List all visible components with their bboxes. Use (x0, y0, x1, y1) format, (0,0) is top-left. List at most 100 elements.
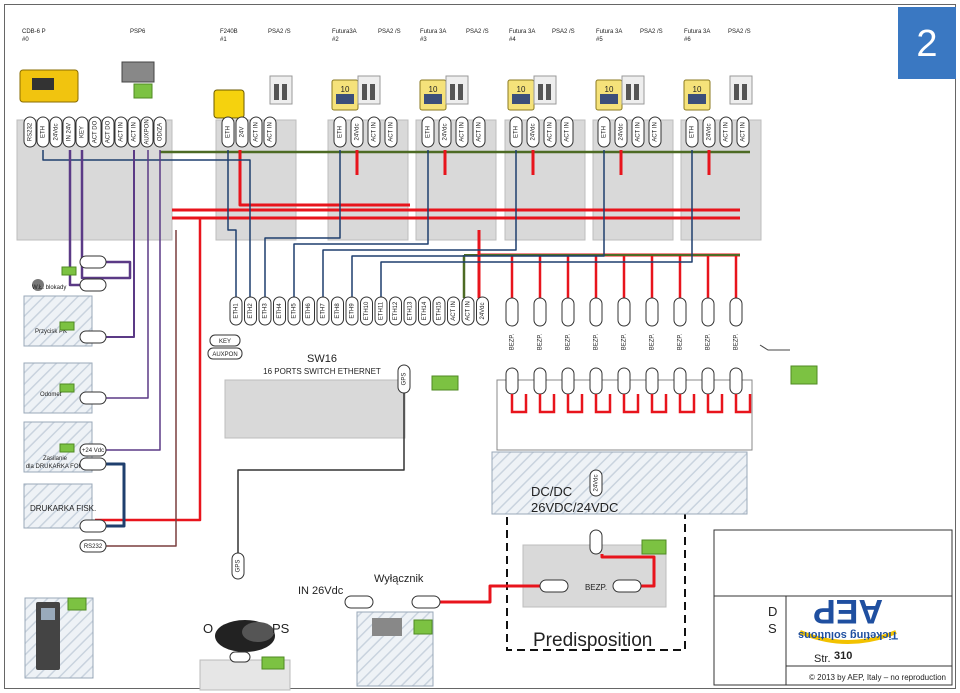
bezp-fuse-top[interactable] (645, 297, 659, 327)
futura-port[interactable]: ACT IN (736, 116, 750, 148)
f240-port[interactable]: ACT IN (263, 116, 277, 148)
futura-port[interactable]: 24Vdc (614, 116, 628, 148)
bezp-fuse-top[interactable] (505, 297, 519, 327)
bezp-fuse-bottom[interactable] (701, 367, 715, 395)
switch-port[interactable]: ETH4 (273, 296, 286, 326)
f240-port[interactable]: 24V (235, 116, 249, 148)
futura-port[interactable]: ACT IN (648, 116, 662, 148)
switch-port[interactable]: ETH1 (229, 296, 243, 326)
antenna-status-icon (261, 656, 285, 670)
zasilanie-pin[interactable] (79, 457, 107, 471)
bezp-fuse-bottom[interactable] (561, 367, 575, 395)
predisposition-input-pin[interactable] (539, 579, 569, 593)
cdb-port-label: 24Vdc (54, 123, 60, 140)
switch-port[interactable]: 24Vdc (476, 296, 489, 326)
predisposition-output-pin[interactable] (612, 579, 642, 593)
bezp-fuse-top[interactable] (617, 297, 631, 327)
predisposition-top-pin[interactable] (589, 529, 603, 555)
futura-port[interactable]: ETH (685, 116, 699, 148)
switch-port[interactable]: ETH13 (403, 296, 417, 326)
key-port[interactable]: KEY (209, 334, 241, 347)
switch-port[interactable]: ETH7 (316, 296, 330, 326)
przycisk-label: Przycisk PK (35, 329, 67, 335)
in26vdc-pin[interactable] (344, 595, 374, 609)
futura-port[interactable]: 24Vdc (702, 116, 716, 148)
bezp-fuse-bottom[interactable] (617, 367, 631, 395)
cdb-port[interactable]: RS232 (23, 116, 37, 148)
futura-port[interactable]: ACT IN (455, 116, 469, 148)
bezp-fuse-bottom[interactable] (589, 367, 603, 395)
futura-port[interactable]: ACT IN (631, 116, 645, 148)
futura-port-label: ACT IN (389, 122, 395, 142)
futura-port[interactable]: ETH (421, 116, 435, 148)
switch-port[interactable]: ETH11 (374, 296, 388, 326)
switch-port[interactable]: ETH12 (389, 296, 402, 326)
bezp-fuse-bottom[interactable] (673, 367, 687, 395)
futura-port[interactable]: ACT IN (367, 116, 381, 148)
switch-port[interactable]: ETH9 (345, 296, 359, 326)
bezp-fuse-bottom[interactable] (729, 367, 743, 395)
cdb-port[interactable]: 24Vdc (49, 116, 63, 148)
futura-port[interactable]: 24Vdc (350, 116, 364, 148)
bezp-fuse-top[interactable] (729, 297, 743, 327)
blokady-pin-1[interactable] (79, 255, 107, 269)
cdb-port[interactable]: IN 24V (62, 116, 76, 148)
cdb-port[interactable]: ACT DO (101, 116, 115, 148)
futura-port[interactable]: 24Vdc (438, 116, 452, 148)
switch-port[interactable]: ETH5 (287, 296, 301, 326)
f240-port[interactable]: ETH (221, 116, 235, 148)
header-device-number: #2 (332, 37, 339, 43)
odomet-pin[interactable] (79, 391, 107, 405)
futura-port[interactable]: ACT IN (472, 116, 486, 148)
bezp-fuse-bottom[interactable] (505, 367, 519, 395)
cdb-port[interactable]: ACT IN (127, 116, 141, 148)
switch-port[interactable]: ACT IN (461, 296, 475, 326)
bezp-fuse-top[interactable] (589, 297, 603, 327)
header-device-name: PSA2 /S (640, 29, 663, 35)
switch-gps-port[interactable]: GPS (397, 364, 411, 394)
futura-port[interactable]: ETH (333, 116, 347, 148)
drukarka-pin[interactable] (79, 519, 107, 533)
futura-port[interactable]: ETH (509, 116, 523, 148)
cdb-port[interactable]: OD/ZA (153, 116, 167, 148)
switch-gps-label: GPS (402, 373, 408, 386)
cdb-port[interactable]: ACT DO (88, 116, 102, 148)
bezp-fuse-top[interactable] (701, 297, 715, 327)
bezp-fuse-bottom[interactable] (645, 367, 659, 395)
bezp-fuse-top[interactable] (673, 297, 687, 327)
antenna-gps-port[interactable]: GPS (231, 552, 245, 580)
futura-port[interactable]: ACT IN (384, 116, 398, 148)
switch-port[interactable]: ACT IN (447, 296, 460, 326)
auxpon-port[interactable]: AUXPON (207, 347, 243, 360)
dcdc-24vdc-pin[interactable]: 24Vdc (589, 469, 603, 497)
switch-port[interactable]: ETH6 (302, 296, 315, 326)
cdb-port[interactable]: AUXPON (140, 116, 154, 148)
header-device-number: #5 (596, 37, 603, 43)
plus24-pin[interactable] (79, 443, 107, 457)
switch-port[interactable]: ETH15 (432, 296, 446, 326)
bezp-fuse-bottom[interactable] (533, 367, 547, 395)
futura-port[interactable]: ACT IN (543, 116, 557, 148)
bezp-fuse-top[interactable] (561, 297, 575, 327)
switch-port[interactable]: ETH8 (331, 296, 344, 326)
switch-port[interactable]: ETH3 (258, 296, 272, 326)
bezp-fuse-top[interactable] (533, 297, 547, 327)
antenna-pin[interactable] (229, 651, 251, 663)
switch-port[interactable]: ETH10 (360, 296, 373, 326)
switch-port[interactable]: ETH2 (244, 296, 257, 326)
futura-port[interactable]: ETH (597, 116, 611, 148)
przycisk-pin[interactable] (79, 330, 107, 344)
blokady-pin-2[interactable] (79, 278, 107, 292)
rs232-pin[interactable] (79, 539, 107, 553)
cdb-port[interactable]: ACT IN (114, 116, 128, 148)
switch-port[interactable]: ETH14 (418, 296, 431, 326)
futura-port[interactable]: 24Vdc (526, 116, 540, 148)
futura-port[interactable]: ACT IN (560, 116, 574, 148)
cdb-port[interactable]: ETH (36, 116, 50, 148)
switch-port-label: ETH4 (277, 303, 283, 319)
cdb-port[interactable]: KEY (75, 116, 89, 148)
wylacznik-pin[interactable] (411, 595, 441, 609)
f240-port[interactable]: ACT IN (249, 116, 263, 148)
futura-port[interactable]: ACT IN (719, 116, 733, 148)
